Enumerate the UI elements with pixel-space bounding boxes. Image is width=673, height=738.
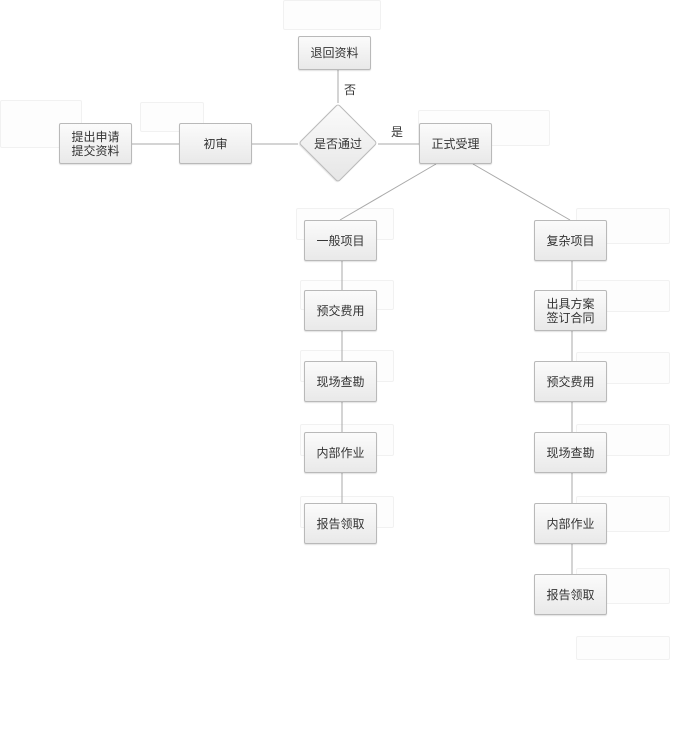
general-report-node: 报告领取 — [304, 503, 377, 544]
complex-report-node: 报告领取 — [534, 574, 607, 615]
decision-label: 是否通过 — [313, 136, 362, 151]
complex-work-node: 内部作业 — [534, 503, 607, 544]
review-node: 初审 — [179, 123, 252, 164]
ghost-box — [576, 636, 670, 660]
general-prepay-node: 预交费用 — [304, 290, 377, 331]
complex-survey-node: 现场查勘 — [534, 432, 607, 473]
decision-node: 是否通过 — [298, 103, 378, 183]
accept-node: 正式受理 — [419, 123, 492, 164]
general-work-node: 内部作业 — [304, 432, 377, 473]
general-project-node: 一般项目 — [304, 220, 377, 261]
edge-label-no: 否 — [344, 83, 357, 97]
edge-accept-general — [339, 163, 437, 221]
complex-project-node: 复杂项目 — [534, 220, 607, 261]
return-docs-node: 退回资料 — [298, 36, 371, 70]
complex-prepay-node: 预交费用 — [534, 361, 607, 402]
submit-node: 提出申请 提交资料 — [59, 123, 132, 164]
ghost-box — [283, 0, 381, 30]
general-survey-node: 现场查勘 — [304, 361, 377, 402]
complex-plan-node: 出具方案 签订合同 — [534, 290, 607, 331]
edge-label-yes: 是 — [391, 125, 404, 139]
edge-accept-complex — [472, 163, 571, 221]
